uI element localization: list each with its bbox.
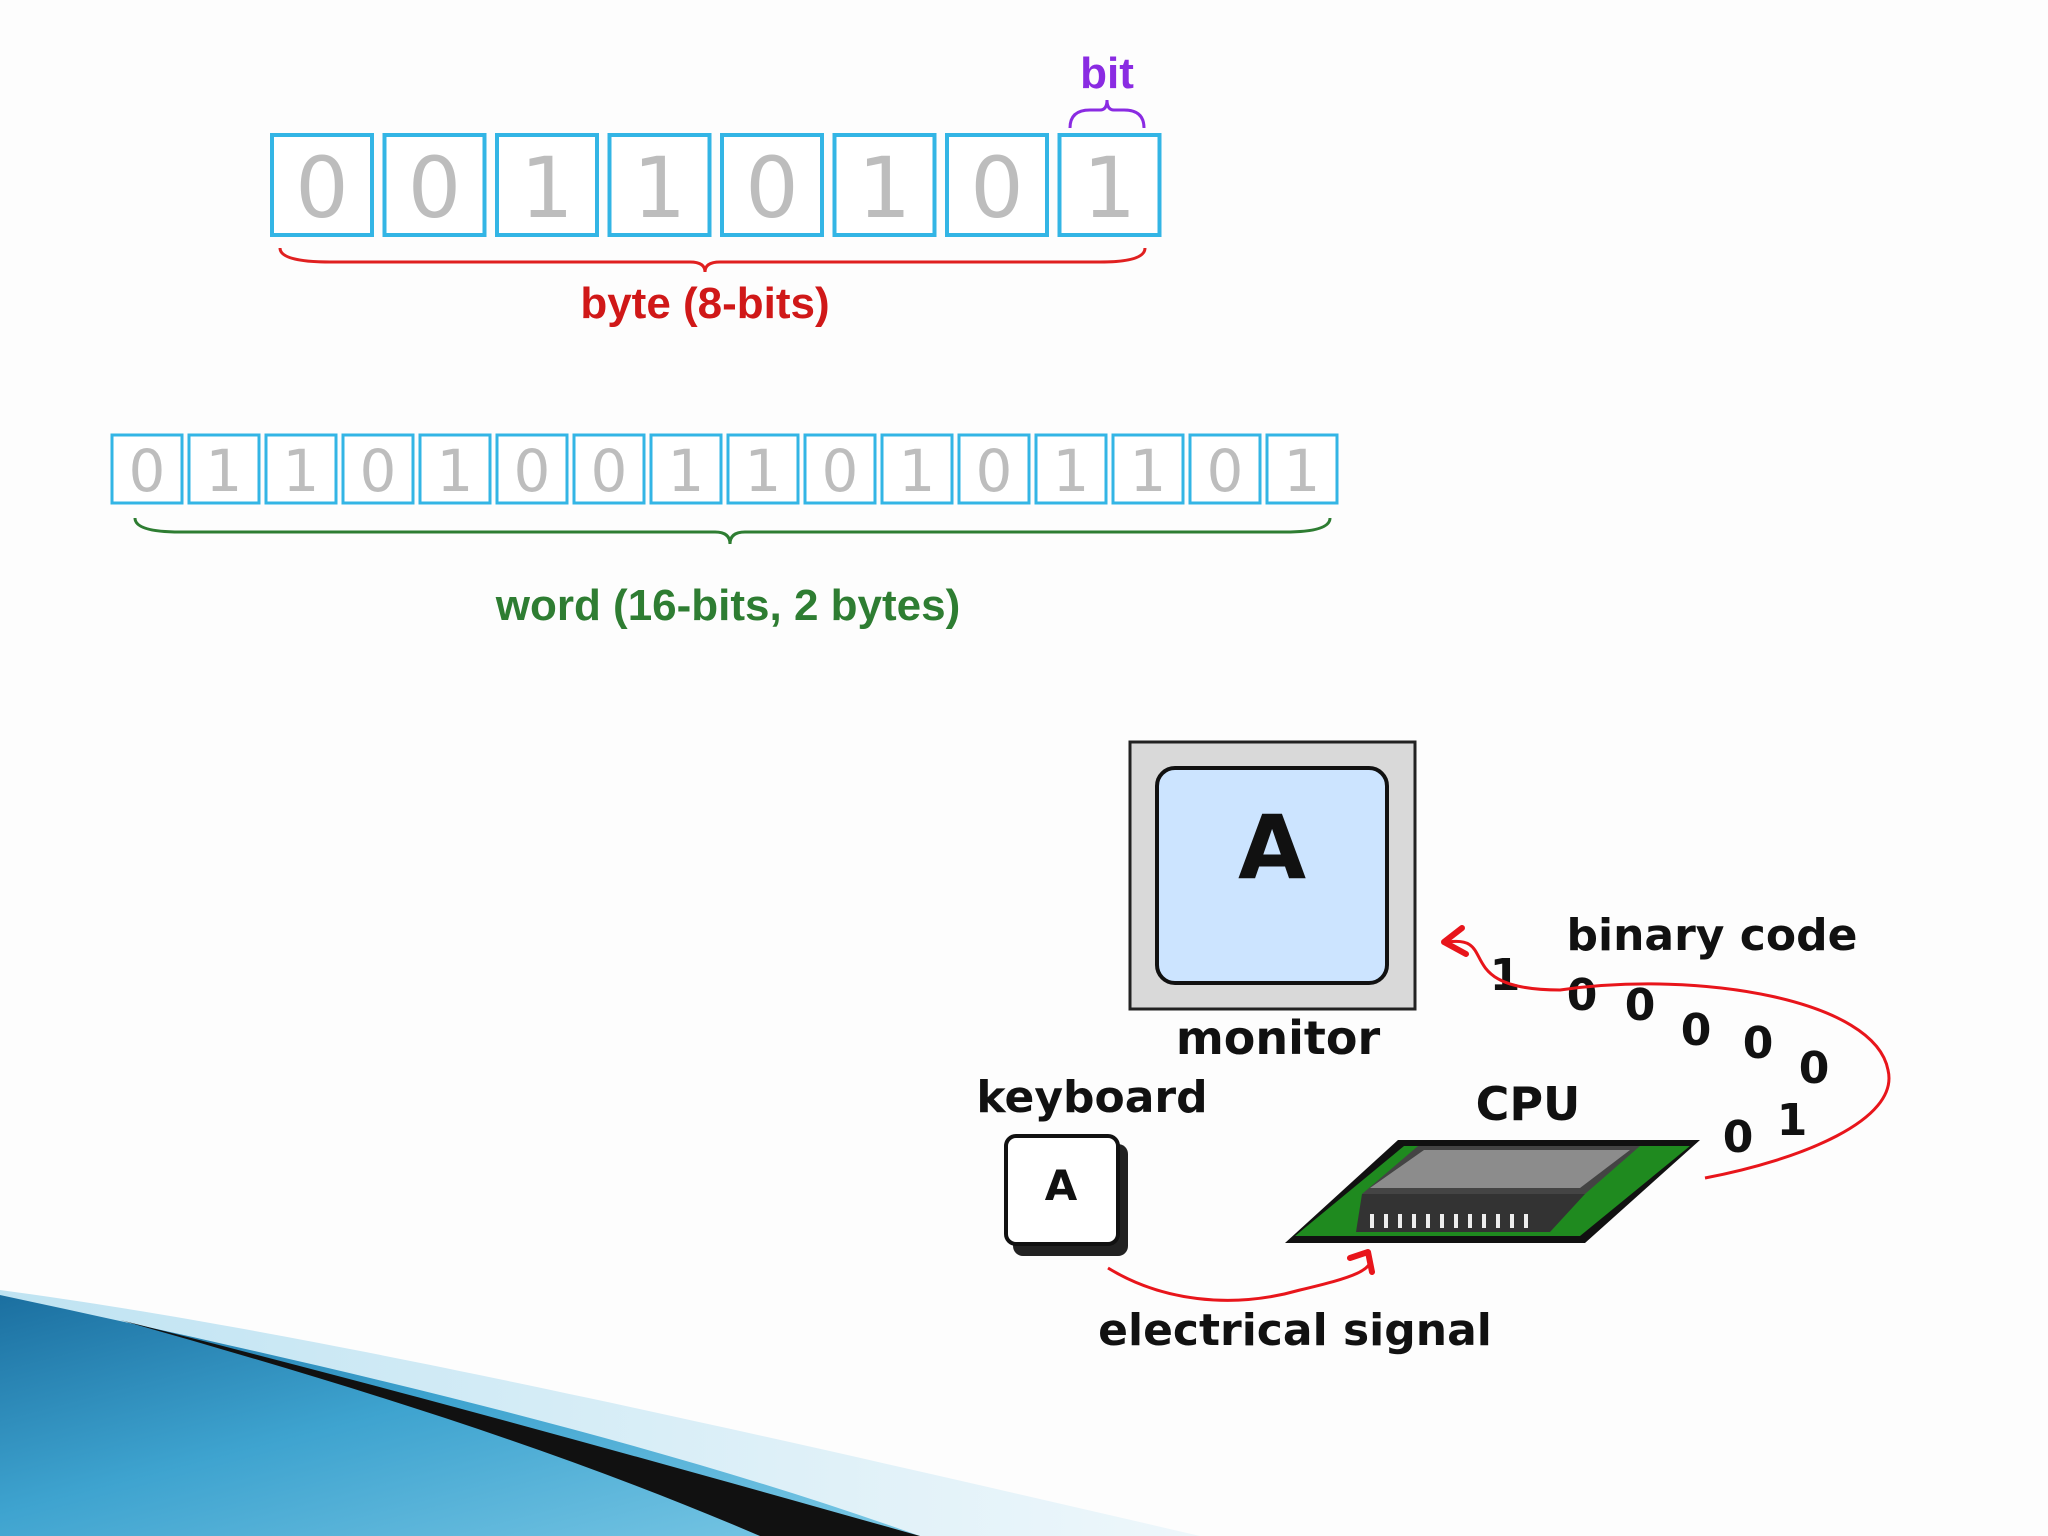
binary-digit: 0 [1681, 1005, 1712, 1056]
word-bit-cell: 0 [110, 433, 184, 505]
monitor-screen [1155, 766, 1389, 985]
decorative-wave [0, 1290, 1200, 1536]
byte-label: byte (8-bits) [580, 279, 829, 328]
cpu-pin [1426, 1214, 1430, 1228]
byte-bit-value: 0 [745, 139, 798, 237]
word-bit-cell: 1 [418, 433, 492, 505]
word-bit-value: 1 [1284, 437, 1321, 505]
word-label: word (16-bits, 2 bytes) [495, 581, 961, 630]
cpu-label: CPU [1476, 1077, 1581, 1131]
word-bit-cell: 0 [495, 433, 569, 505]
electrical-signal-label: electrical signal [1098, 1305, 1492, 1356]
word-bit-cell: 1 [880, 433, 954, 505]
electrical-signal-arrow [1107, 1251, 1373, 1302]
cpu-pin [1496, 1214, 1500, 1228]
bit-label: bit [1080, 49, 1134, 98]
byte-bit-value: 1 [1083, 139, 1136, 237]
binary-code-arrowhead [1441, 925, 1469, 957]
word-bit-cell: 1 [726, 433, 800, 505]
binary-digit: 0 [1743, 1018, 1774, 1069]
cpu-pin [1440, 1214, 1444, 1228]
word-bit-value: 1 [283, 437, 320, 505]
monitor: A [1128, 740, 1417, 1011]
binary-code-arrow [1447, 939, 1891, 1180]
cpu-pin [1468, 1214, 1472, 1228]
byte-bit-cell: 1 [832, 133, 937, 237]
byte-bit-cell: 0 [720, 133, 824, 237]
cpu-chip [1285, 1140, 1700, 1243]
word-bit-value: 1 [899, 437, 936, 505]
word-bit-value: 1 [668, 437, 705, 505]
byte-bit-value: 0 [970, 139, 1023, 237]
binary-digit: 0 [1567, 970, 1598, 1021]
byte-bit-cell: 0 [270, 133, 374, 237]
word-bit-cell: 0 [572, 433, 646, 505]
byte-bit-value: 1 [633, 139, 686, 237]
cpu-pin [1370, 1214, 1374, 1228]
word-bit-cell: 0 [341, 433, 415, 505]
word-brace [133, 517, 1332, 545]
word-bit-cell: 1 [187, 433, 261, 505]
bit-brace [1068, 99, 1146, 129]
word-bit-cell: 0 [957, 433, 1031, 505]
word-bit-cell: 0 [803, 433, 877, 505]
word-bit-value: 0 [360, 437, 397, 505]
byte-bit-cell: 1 [1057, 133, 1162, 237]
byte-bit-cell: 0 [382, 133, 487, 237]
keyboard-key: A [1004, 1134, 1128, 1256]
byte-bit-cell: 0 [945, 133, 1049, 237]
cpu-pin [1454, 1214, 1458, 1228]
word-bit-value: 0 [591, 437, 628, 505]
word-bit-value: 0 [129, 437, 166, 505]
word-bit-cell: 1 [649, 433, 723, 505]
word-bit-cell: 1 [264, 433, 338, 505]
electrical-signal-arrowhead [1347, 1249, 1375, 1275]
cpu-pins [1370, 1214, 1528, 1228]
cpu-pin [1482, 1214, 1486, 1228]
binary-digit: 0 [1723, 1112, 1754, 1163]
byte-bit-cell: 1 [607, 133, 712, 237]
byte-bit-value: 1 [520, 139, 573, 237]
monitor-label: monitor [1176, 1011, 1381, 1065]
monitor-screen-char: A [1238, 796, 1306, 899]
cpu-pin [1510, 1214, 1514, 1228]
cpu-pin [1524, 1214, 1528, 1228]
keyboard-label: keyboard [976, 1072, 1207, 1123]
byte-bit-value: 1 [858, 139, 911, 237]
byte-bit-value: 0 [295, 139, 348, 237]
word-bit-value: 1 [206, 437, 243, 505]
word-bit-value: 1 [1053, 437, 1090, 505]
word-bit-value: 1 [1130, 437, 1167, 505]
word-bit-cell: 1 [1034, 433, 1108, 505]
word-bit-value: 0 [822, 437, 859, 505]
cpu-pin [1384, 1214, 1388, 1228]
keyboard-key-char: A [1045, 1161, 1078, 1210]
byte-bit-cell: 1 [495, 133, 599, 237]
binary-digit: 0 [1799, 1043, 1830, 1094]
word-bit-cell: 0 [1188, 433, 1262, 505]
word-bit-value: 1 [745, 437, 782, 505]
byte-bit-value: 0 [408, 139, 461, 237]
word-bit-value: 1 [437, 437, 474, 505]
word-bit-cell: 1 [1111, 433, 1185, 505]
word-bit-value: 0 [514, 437, 551, 505]
word-bit-cell: 1 [1265, 433, 1339, 505]
binary-digit: 0 [1625, 980, 1656, 1031]
word-bit-value: 0 [1207, 437, 1244, 505]
cpu-pin [1398, 1214, 1402, 1228]
word-bit-value: 0 [976, 437, 1013, 505]
byte-brace [278, 247, 1147, 273]
binary-digit: 1 [1777, 1095, 1808, 1146]
cpu-pin [1412, 1214, 1416, 1228]
binary-code-label: binary code [1567, 910, 1858, 961]
